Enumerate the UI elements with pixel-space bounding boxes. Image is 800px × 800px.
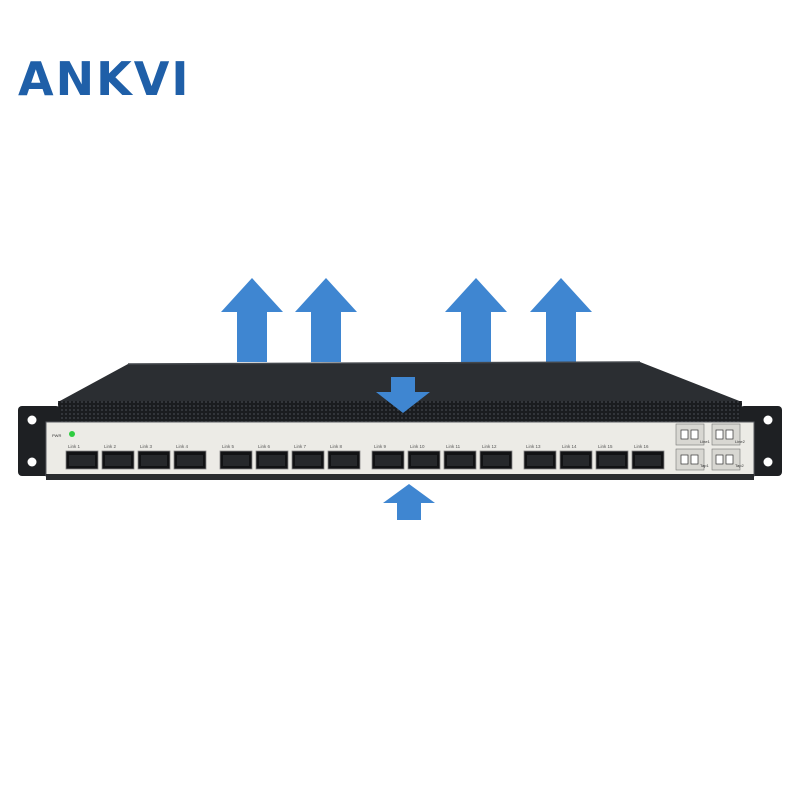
pwr-label: PWR	[52, 433, 61, 438]
sfp-port-cage	[599, 455, 625, 466]
sfp-port-cage	[259, 455, 285, 466]
port-label-6: Link 6	[258, 444, 271, 449]
sfp-port-group: Link 1 Link 2 Link 3 Link 4 Link 5 Link 6 Link…	[65, 444, 665, 470]
port-label-15: Link 15	[598, 444, 613, 449]
sfp-port-cage	[527, 455, 553, 466]
port-label-4: Link 4	[176, 444, 189, 449]
port-label-12: Link 12	[482, 444, 497, 449]
sfp-port-cage	[141, 455, 167, 466]
port-label-8: Link 8	[330, 444, 343, 449]
vent-grille	[58, 401, 742, 423]
port-label-7: Link 7	[294, 444, 307, 449]
sfp-port-cage	[331, 455, 357, 466]
port-label-11: Link 11	[446, 444, 461, 449]
lc-connector-block	[675, 423, 741, 471]
line2-label: Line2	[735, 439, 746, 444]
sfp-port-cage	[177, 455, 203, 466]
sfp-port-cage	[375, 455, 401, 466]
ankvi-logo: ANKVI	[18, 52, 191, 106]
exhaust-arrow-icon	[445, 278, 507, 362]
sfp-port-cage	[69, 455, 95, 466]
sfp-port-cage	[105, 455, 131, 466]
tap1-label: Tap1	[700, 463, 709, 468]
line1-label: Line1	[700, 439, 711, 444]
port-label-3: Link 3	[140, 444, 153, 449]
sfp-port-cage	[295, 455, 321, 466]
intake-top-arrow-icon	[376, 377, 430, 413]
sfp-port-cage	[563, 455, 589, 466]
port-label-9: Link 9	[374, 444, 387, 449]
sfp-port-cage	[411, 455, 437, 466]
port-label-5: Link 5	[222, 444, 235, 449]
intake-front-arrow-icon	[383, 484, 435, 520]
tap2-label: Tap2	[735, 463, 744, 468]
port-label-10: Link 10	[410, 444, 425, 449]
pwr-led	[69, 431, 75, 437]
exhaust-arrow-icon	[295, 278, 357, 362]
sfp-port-cage	[483, 455, 509, 466]
sfp-port-cage	[447, 455, 473, 466]
port-label-14: Link 14	[562, 444, 577, 449]
exhaust-arrow-icon	[221, 278, 283, 362]
exhaust-arrow-icon	[530, 278, 592, 362]
port-label-16: Link 16	[634, 444, 649, 449]
port-label-2: Link 2	[104, 444, 117, 449]
sfp-port-cage	[635, 455, 661, 466]
port-label-13: Link 13	[526, 444, 541, 449]
port-label-1: Link 1	[68, 444, 81, 449]
sfp-port-cage	[223, 455, 249, 466]
